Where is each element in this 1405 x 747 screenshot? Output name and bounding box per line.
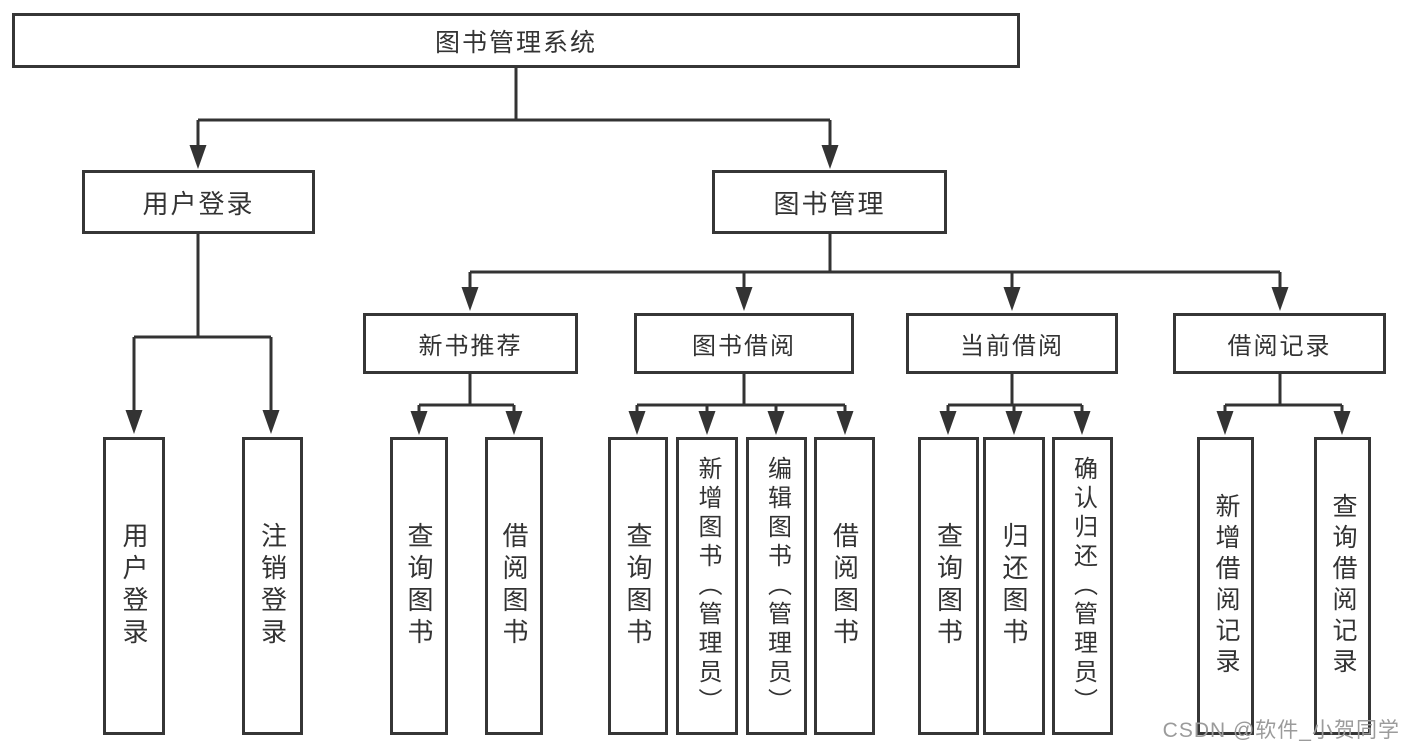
connector-new-book-recommendation [417, 374, 516, 419]
csdn-watermark: CSDN @软件_小贺同学 [1162, 719, 1400, 742]
node-book-borrowing: 图书借阅 [634, 313, 854, 374]
node-user-login-label: 用户登录 [142, 188, 255, 219]
node-confirm-return-admin: 确认归还（管理员） [1052, 437, 1113, 735]
node-book-borrowing-label: 图书借阅 [692, 333, 796, 360]
node-current-borrowing-label: 当前借阅 [960, 333, 1064, 360]
node-book-management: 图书管理 [712, 170, 947, 234]
node-query-borrow-record: 查询借阅记录 [1314, 437, 1371, 735]
node-borrowing-query-books: 查询图书 [608, 437, 668, 735]
node-user-login-action: 用户登录 [103, 437, 165, 735]
connector-book-borrowing [635, 374, 847, 419]
node-borrowing-records-label: 借阅记录 [1227, 333, 1332, 360]
node-return-books: 归还图书 [983, 437, 1045, 735]
connector-root [196, 68, 832, 152]
node-book-management-label: 图书管理 [773, 188, 886, 219]
node-library-system: 图书管理系统 [12, 13, 1020, 68]
node-current-query-books: 查询图书 [918, 437, 979, 735]
arrowheads [125, 145, 1351, 435]
node-new-book-recommendation: 新书推荐 [363, 313, 578, 374]
connector-borrowing-records [1223, 374, 1344, 419]
connector-book-management [468, 234, 1282, 295]
node-add-books-admin: 新增图书（管理员） [676, 437, 738, 735]
node-add-borrow-record: 新增借阅记录 [1197, 437, 1254, 735]
node-logout: 注销登录 [242, 437, 303, 735]
node-new-book-recommendation-label: 新书推荐 [418, 333, 523, 360]
node-user-login: 用户登录 [82, 170, 315, 234]
node-borrowing-borrow-books: 借阅图书 [814, 437, 875, 735]
node-recommend-query-books: 查询图书 [390, 437, 448, 735]
node-edit-books-admin: 编辑图书（管理员） [746, 437, 807, 735]
node-library-system-label: 图书管理系统 [434, 28, 597, 57]
connector-user-login [132, 234, 273, 418]
node-borrowing-records: 借阅记录 [1173, 313, 1386, 374]
node-current-borrowing: 当前借阅 [906, 313, 1118, 374]
node-recommend-borrow-books: 借阅图书 [485, 437, 543, 735]
